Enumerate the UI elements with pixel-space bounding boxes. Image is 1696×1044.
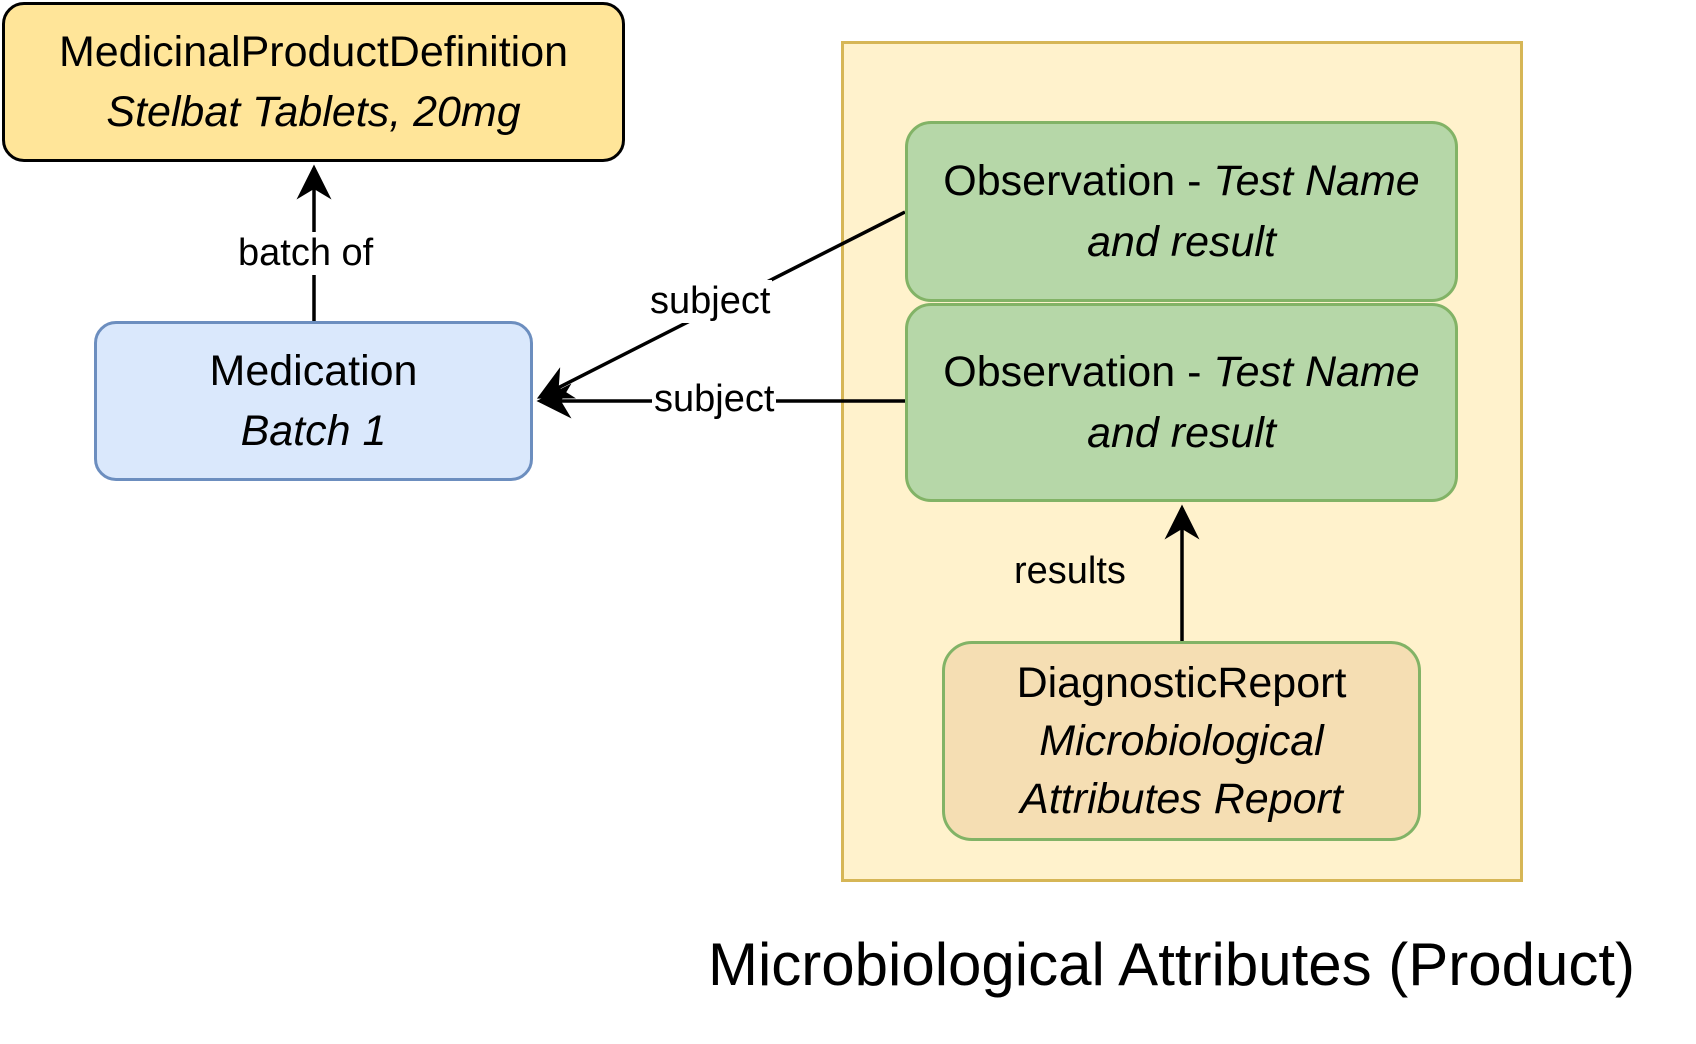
edge-label-subject-2: subject [652, 378, 777, 421]
node-italic-text: Test Name [1213, 348, 1420, 397]
medication-node[interactable]: Medication Batch 1 [94, 321, 533, 481]
node-title: Observation - [943, 348, 1214, 397]
node-subtitle-1: Microbiological [1039, 716, 1324, 765]
diagram-title: Microbiological Attributes (Product) [708, 931, 1636, 998]
node-subtitle-line: and result [1087, 212, 1276, 272]
edge-label-batch-of: batch of [236, 232, 376, 275]
node-subtitle-line: and result [1087, 403, 1276, 463]
node-subtitle-2: Attributes Report [1020, 775, 1343, 824]
diagnostic-report-node[interactable]: DiagnosticReport Microbiological Attribu… [942, 641, 1421, 841]
medicinal-product-definition-node[interactable]: MedicinalProductDefinition Stelbat Table… [2, 2, 625, 162]
node-title: DiagnosticReport [1016, 658, 1347, 707]
node-italic-text: and result [1087, 217, 1276, 266]
edge-label-results: results [1014, 550, 1126, 592]
observation-node-1[interactable]: Observation - Test Name and result [905, 121, 1458, 302]
node-title: Observation - [943, 157, 1214, 206]
edge-label-subject-1: subject [648, 280, 773, 323]
node-subtitle: Batch 1 [240, 407, 387, 455]
node-subtitle: Stelbat Tablets, 20mg [106, 88, 521, 136]
node-title-line: Observation - Test Name [943, 151, 1419, 211]
node-title: Medication [209, 346, 418, 395]
node-title: MedicinalProductDefinition [58, 27, 569, 76]
observation-node-2[interactable]: Observation - Test Name and result [905, 303, 1458, 502]
node-italic-text: Test Name [1213, 157, 1420, 206]
node-italic-text: and result [1087, 408, 1276, 457]
node-title-line: Observation - Test Name [943, 342, 1419, 402]
